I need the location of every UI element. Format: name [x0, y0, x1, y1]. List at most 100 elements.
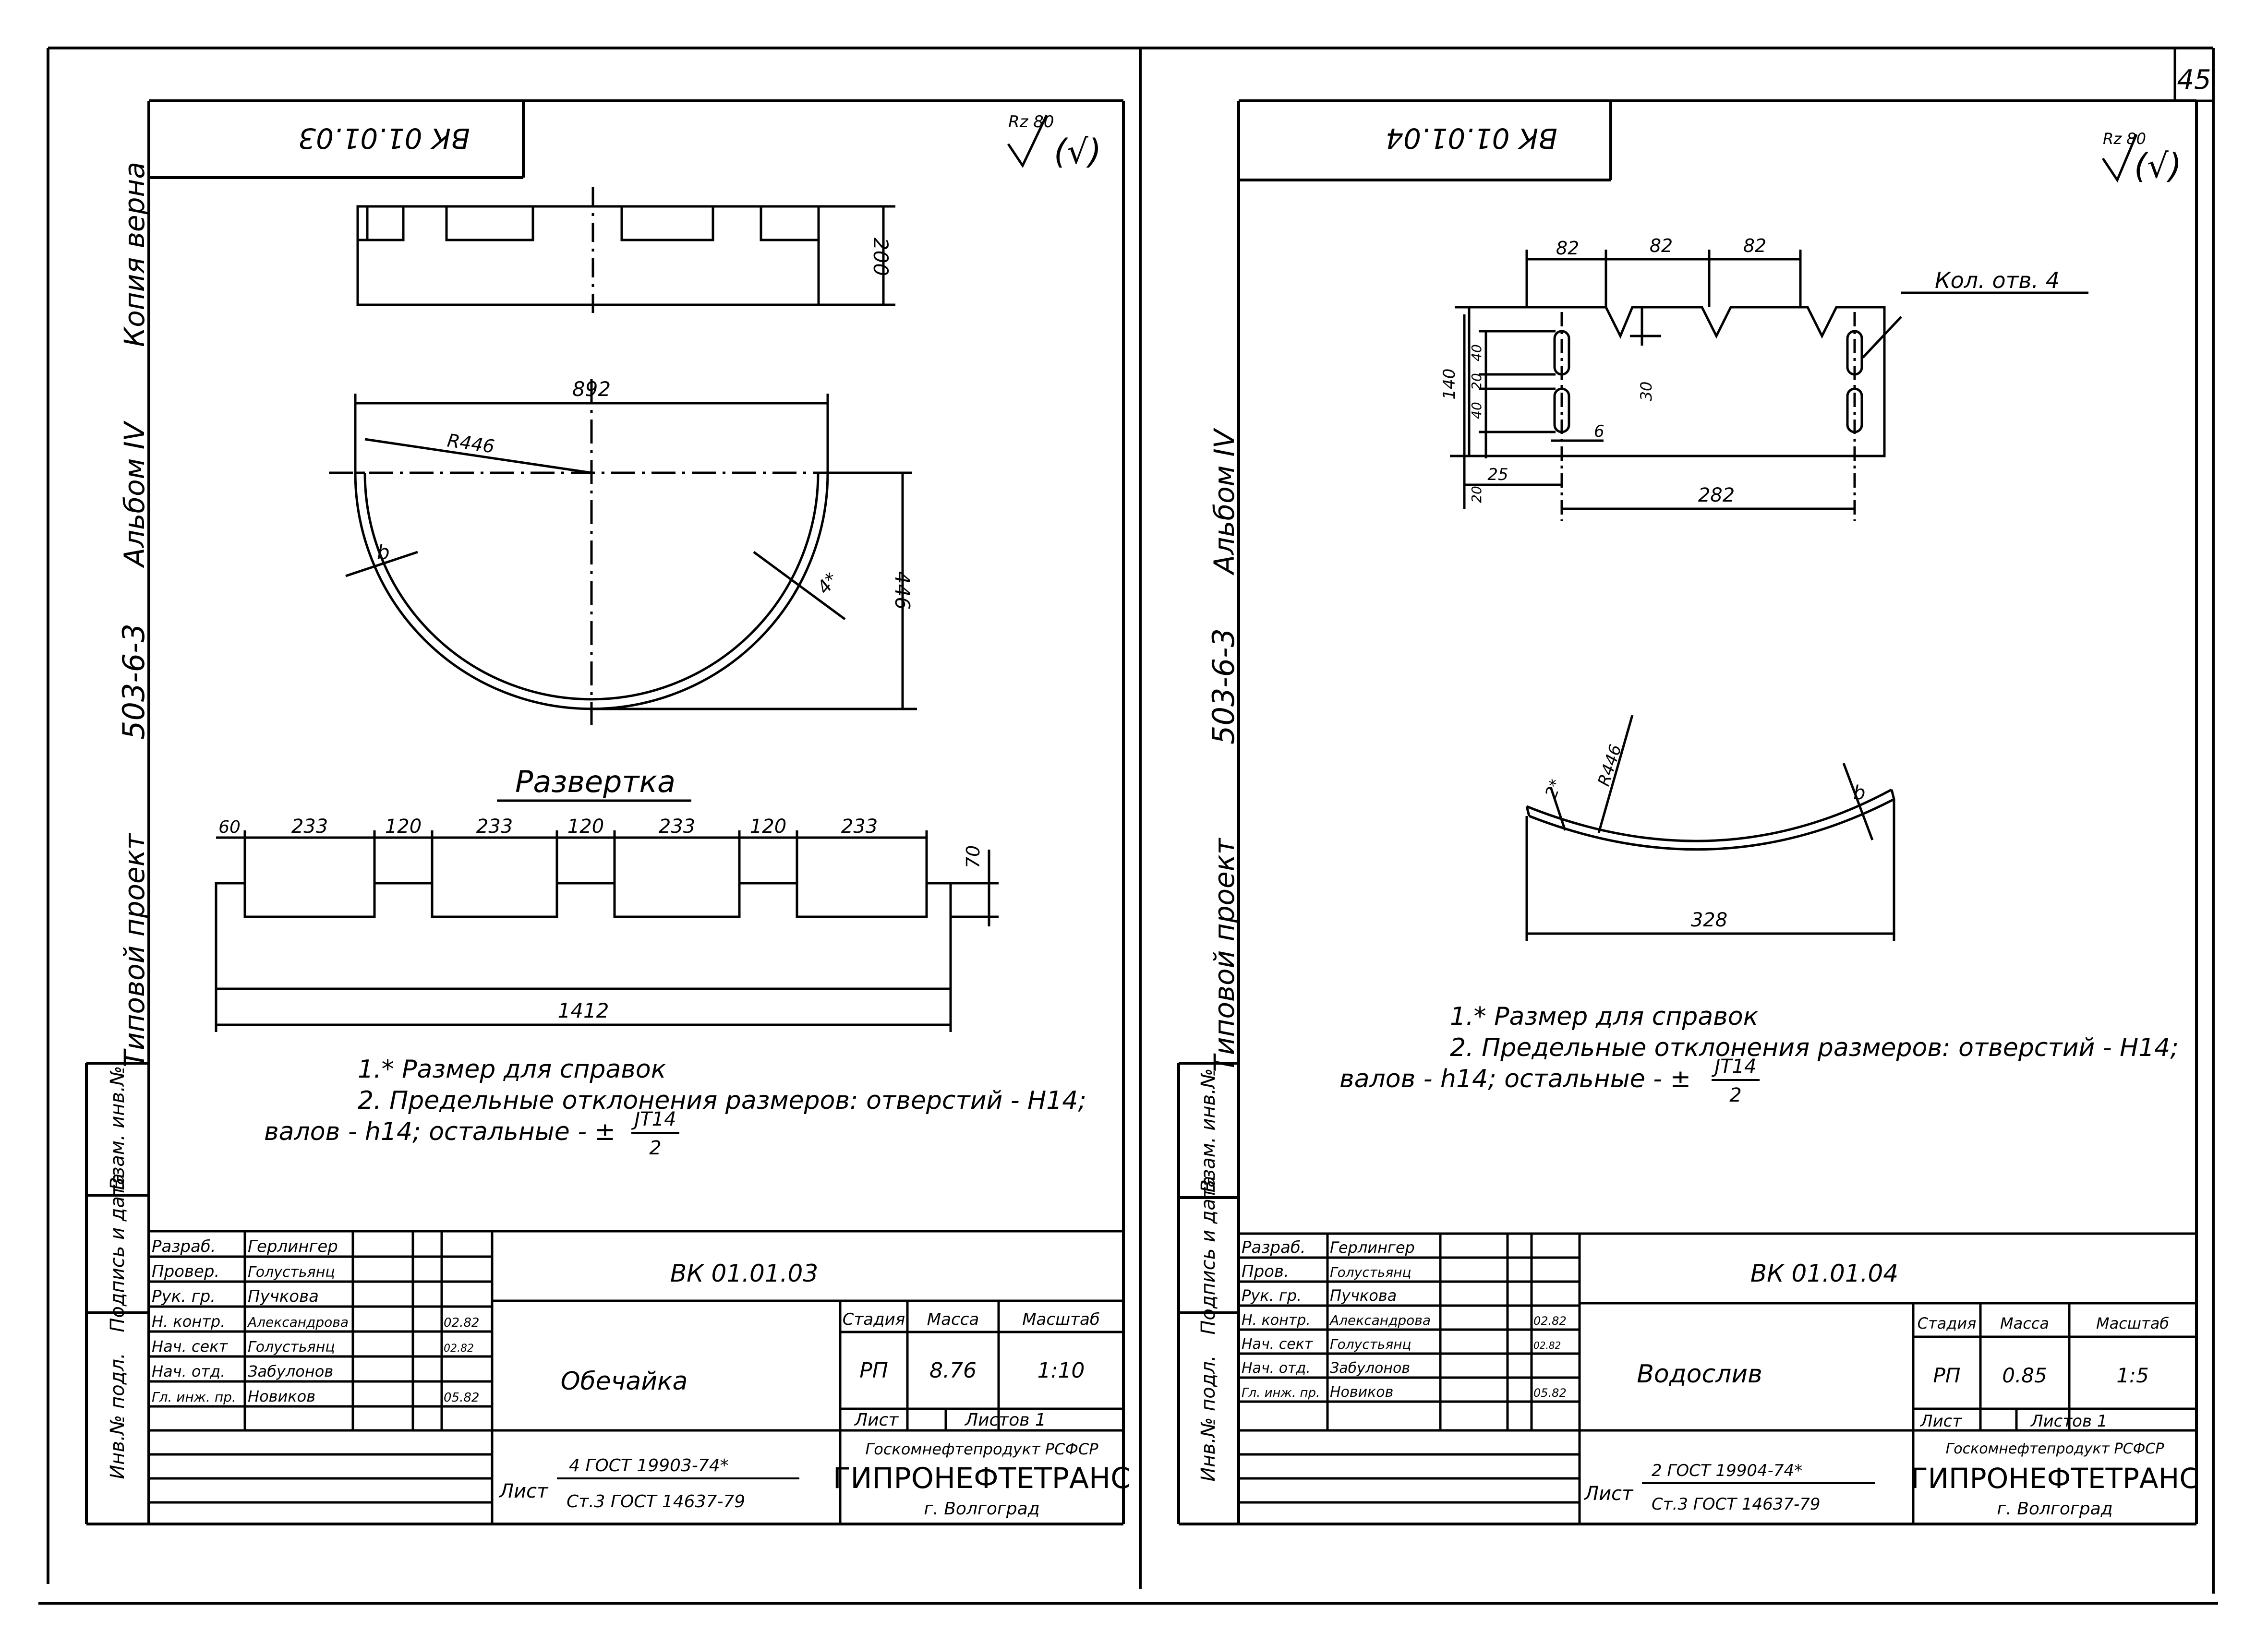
svg-text:Голустьянц: Голустьянц [248, 1264, 335, 1281]
dim-slot-width: 6 [1594, 422, 1604, 441]
svg-text:ГИПРОНЕФТЕТРАНС: ГИПРОНЕФТЕТРАНС [1911, 1462, 2198, 1495]
note-3: валов - h14; остальные - ± [1339, 1065, 1691, 1093]
sheet-right: ВК 01.01.04 Rz 80 (√) Альбом IV 503-6-3 … [1177, 99, 2199, 1525]
razvertka-dim: 120 [385, 816, 422, 838]
svg-text:Нач. отд.: Нач. отд. [1242, 1360, 1311, 1377]
side-labels: Альбом IV 503-6-3 Типовой проект Взам. и… [1197, 427, 1241, 1482]
svg-text:Гл. инж. пр.: Гл. инж. пр. [152, 1389, 236, 1405]
note-2: 2. Предельные отклонения размеров: отвер… [358, 1086, 1086, 1115]
dim-left: 40 [1469, 402, 1484, 419]
dim-left: 140 [1440, 369, 1459, 400]
razvertka-dim: 233 [476, 816, 513, 838]
svg-text:4 ГОСТ 19903-74*: 4 ГОСТ 19903-74* [569, 1456, 729, 1476]
dim-view-height: 200 [869, 238, 893, 276]
side-label: Альбом IV [1208, 427, 1241, 576]
rotated-code: ВК 01.01.03 [298, 122, 470, 155]
svg-text:РП: РП [859, 1358, 888, 1383]
svg-text:Забулонов: Забулонов [1330, 1360, 1410, 1377]
svg-text:02.82: 02.82 [444, 1343, 474, 1355]
weld-mark: b [377, 540, 390, 564]
note-frac-den: 2 [649, 1137, 661, 1159]
svg-text:Ст.3 ГОСТ 14637-79: Ст.3 ГОСТ 14637-79 [1652, 1495, 1821, 1514]
svg-text:Гл. инж. пр.: Гл. инж. пр. [1242, 1386, 1320, 1400]
svg-text:РП: РП [1933, 1364, 1961, 1387]
note-frac-num: JT14 [631, 1108, 676, 1130]
svg-text:Рук. гр.: Рук. гр. [152, 1287, 216, 1306]
side-labels: Копия верна Альбом IV 503-6-3 Типовой пр… [107, 162, 151, 1479]
svg-text:Голустьянц: Голустьянц [1330, 1264, 1411, 1280]
title-block [1239, 1232, 2196, 1524]
svg-text:г. Волгоград: г. Волгоград [1997, 1499, 2112, 1519]
side-box-label: Взам. инв.№ [107, 1066, 129, 1190]
svg-text:05.82: 05.82 [444, 1391, 479, 1405]
dim-offset: 25 [1487, 465, 1508, 484]
dim-arc-thickness: 4* [813, 568, 842, 598]
outer-frame [38, 47, 2218, 1605]
svg-text:Пучкова: Пучкова [248, 1287, 319, 1306]
top-view [356, 187, 895, 317]
dim-arc-chord: 328 [1691, 909, 1727, 931]
title-block [149, 1230, 1123, 1524]
side-box-label: Взам. инв.№ [1197, 1068, 1219, 1193]
svg-text:Лист: Лист [1919, 1412, 1962, 1431]
svg-text:Рук. гр.: Рук. гр. [1242, 1286, 1302, 1305]
roughness-symbol: Rz 80 (√) [1007, 112, 1101, 171]
plate-final [1450, 250, 2088, 521]
svg-text:(√): (√) [2134, 146, 2182, 186]
svg-text:Нач. сект: Нач. сект [152, 1337, 229, 1356]
svg-text:Rz 80: Rz 80 [1008, 112, 1054, 132]
side-label: 503-6-3 [1206, 628, 1241, 744]
dim-length: 282 [1698, 484, 1735, 506]
svg-text:Масштаб: Масштаб [1022, 1310, 1100, 1329]
svg-text:05.82: 05.82 [1533, 1386, 1567, 1400]
page-number: 45 [2177, 64, 2211, 96]
dim-arc-radius: R446 [1594, 742, 1626, 789]
svg-text:г. Волгоград: г. Волгоград [924, 1499, 1039, 1519]
dim-top: 82 [1556, 238, 1579, 259]
svg-text:Лист: Лист [854, 1410, 899, 1430]
svg-text:Масса: Масса [927, 1310, 979, 1329]
svg-text:Стадия: Стадия [1918, 1314, 1977, 1332]
svg-text:2 ГОСТ 19904-74*: 2 ГОСТ 19904-74* [1652, 1461, 1802, 1480]
svg-text:Александрова: Александрова [247, 1314, 349, 1330]
side-label: 503-6-3 [116, 624, 151, 740]
note-frac-num: JT14 [1711, 1056, 1756, 1078]
dim-top: 82 [1650, 235, 1673, 256]
razvertka-dim: 120 [750, 816, 786, 838]
svg-text:02.82: 02.82 [444, 1316, 479, 1330]
svg-text:Забулонов: Забулонов [248, 1362, 333, 1380]
dim-left: 20 [1469, 373, 1484, 390]
razvertka-dim: 120 [567, 816, 604, 838]
svg-text:Пучкова: Пучкова [1330, 1286, 1397, 1305]
razvertka-dim: 233 [291, 816, 328, 838]
svg-text:Листов 1: Листов 1 [2030, 1412, 2107, 1431]
svg-text:(√): (√) [1054, 132, 1101, 171]
razvertka-view [215, 830, 999, 1032]
svg-text:Н. контр.: Н. контр. [152, 1312, 225, 1331]
svg-text:Нач. отд.: Нач. отд. [152, 1362, 225, 1380]
svg-text:02.82: 02.82 [1533, 1314, 1567, 1328]
tb-code: ВК 01.01.04 [1750, 1260, 1898, 1287]
side-label: Типовой проект [1208, 837, 1241, 1072]
note-1: 1.* Размер для справок [358, 1055, 666, 1084]
svg-text:Голустьянц: Голустьянц [248, 1339, 335, 1356]
dim-notch-depth: 30 [1637, 382, 1655, 401]
svg-text:Стадия: Стадия [843, 1310, 905, 1329]
svg-text:Герлингер: Герлингер [1330, 1238, 1415, 1257]
svg-text:02.82: 02.82 [1533, 1340, 1561, 1351]
dim-arc-thickness: 2* [1542, 777, 1566, 801]
svg-text:Госкомнефтепродукт РСФСР: Госкомнефтепродукт РСФСР [1946, 1440, 2165, 1457]
svg-text:Пров.: Пров. [1242, 1262, 1289, 1281]
side-label: Альбом IV [118, 420, 151, 568]
note-3: валов - h14; остальные - ± [264, 1117, 615, 1146]
rotated-code: ВК 01.01.04 [1386, 122, 1557, 155]
svg-text:Герлингер: Герлингер [248, 1237, 338, 1256]
svg-text:Разраб.: Разраб. [152, 1237, 216, 1256]
svg-text:Госкомнефтепродукт РСФСР: Госкомнефтепродукт РСФСР [865, 1440, 1098, 1458]
note-frac-den: 2 [1729, 1084, 1741, 1106]
svg-text:0.85: 0.85 [2002, 1364, 2047, 1387]
svg-text:Нач. сект: Нач. сект [1242, 1336, 1314, 1353]
svg-text:Голустьянц: Голустьянц [1330, 1336, 1411, 1352]
arc-view [1525, 715, 1895, 941]
